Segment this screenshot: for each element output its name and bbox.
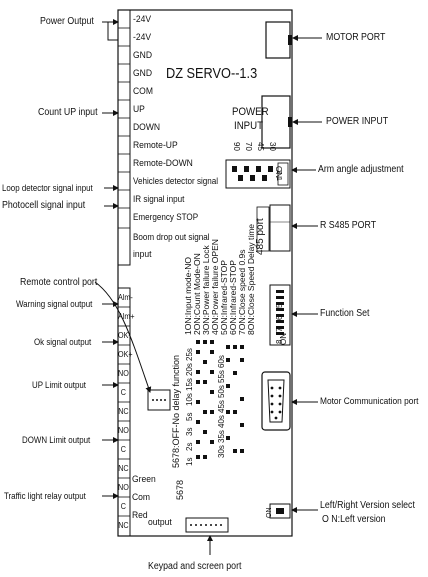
bottom-terminal-label: NC: [118, 407, 129, 416]
top-terminal-label: GND: [133, 50, 153, 61]
angle-num-1: 1: [275, 177, 282, 181]
delay-value: 3s: [185, 427, 194, 436]
top-terminal-label: Vehicles detector signal: [133, 176, 219, 186]
callout-down-limit: DOWN Limit output: [22, 435, 91, 445]
light-red-label: Red: [132, 510, 148, 521]
top-terminal-label: GND: [133, 68, 153, 79]
top-terminal-label: input: [133, 249, 152, 260]
callout-motor-comm: Motor Communication port: [320, 396, 419, 407]
delay-switch-numbers: 5678: [175, 479, 185, 500]
rs485-port: [269, 204, 291, 252]
bottom-terminal-label: C: [120, 388, 127, 397]
top-terminal-label: Emergency STOP: [133, 212, 199, 222]
delay-value: 55s: [217, 370, 226, 383]
function-num: 5: [275, 303, 284, 308]
callout-keypad: Keypad and screen port: [148, 561, 242, 572]
bottom-terminal-label: NO: [118, 369, 129, 378]
top-terminal-label: Boom drop out signal: [133, 232, 210, 242]
function-num: 7: [275, 327, 284, 332]
delay-value: 10s: [185, 393, 194, 406]
top-terminal-strip: [117, 9, 131, 266]
delay-value: 20s: [185, 363, 194, 376]
light-green-label: Green: [132, 474, 156, 485]
function-set-switch: [269, 284, 291, 346]
bottom-terminal-label: OK+: [118, 350, 133, 359]
callout-loop-detector: Loop detector signal input: [2, 183, 93, 193]
top-terminal-label: UP: [133, 104, 145, 115]
angle-label: 90: [232, 142, 241, 151]
bottom-terminal-label: NC: [118, 521, 129, 530]
callout-lr-version-1: Left/Right Version select: [320, 500, 415, 511]
arm-angle-switch: [225, 159, 291, 189]
function-num: 8: [275, 339, 284, 344]
delay-value: 50s: [217, 385, 226, 398]
top-terminal-label: COM: [133, 86, 153, 97]
bottom-terminal-label: C: [120, 445, 127, 454]
callout-lr-version-2: O N:Left version: [322, 514, 386, 525]
keypad-port: [185, 517, 229, 533]
angle-num-2: 2: [275, 170, 282, 174]
delay-value: 1s: [185, 457, 194, 466]
top-terminal-label: -24V: [133, 14, 152, 25]
board-outline: [117, 9, 293, 537]
delay-value: 15s: [185, 378, 194, 391]
callout-ok-signal: Ok signal output: [34, 337, 92, 347]
delay-value: 30s: [217, 445, 226, 458]
lr-version-switch: [269, 503, 291, 519]
callout-function-set: Function Set: [320, 308, 370, 319]
board-title: DZ SERVO--1.3: [166, 65, 258, 82]
remote-control-port: [147, 389, 171, 411]
callout-rs485: R S485 PORT: [320, 220, 377, 231]
callout-remote-control: Remote control port: [20, 277, 98, 288]
angle-label: 70: [244, 142, 253, 151]
top-terminal-label: -24V: [133, 32, 152, 43]
bottom-terminal-label: C: [120, 502, 127, 511]
callout-motor-port: MOTOR PORT: [326, 32, 386, 43]
bottom-terminal-label: OK-: [118, 331, 131, 340]
callout-count-up: Count UP input: [38, 107, 98, 118]
lr-on-label: ON: [266, 507, 273, 519]
power-input-port: [261, 95, 291, 149]
delay-value: 2s: [185, 442, 194, 451]
angle-label: 30: [268, 142, 277, 151]
top-terminal-label: DOWN: [133, 122, 161, 133]
function-line-off: 5678:OFF-No delay function: [171, 354, 181, 468]
callout-warning: Warning signal output: [16, 299, 93, 309]
motor-port: [265, 21, 291, 59]
function-line: 8ON:Close Speed Delay time: [246, 223, 256, 335]
function-num: 6: [275, 315, 284, 320]
light-output-label: output: [148, 517, 172, 528]
motor-communication-port: [261, 371, 291, 431]
power-input-label-2: INPUT: [234, 120, 264, 132]
callout-power-output: Power Output: [40, 16, 94, 27]
callout-up-limit: UP Limit output: [32, 380, 87, 390]
top-terminal-label: Remote-UP: [133, 140, 178, 151]
callout-arm-angle: Arm angle adjustment: [318, 164, 404, 175]
top-terminal-label: Remote-DOWN: [133, 158, 193, 169]
callout-power-input: POWER INPUT: [326, 116, 389, 127]
delay-value: 45s: [217, 400, 226, 413]
power-input-label-1: POWER: [232, 106, 269, 118]
callout-traffic-light: Traffic light relay output: [4, 491, 86, 501]
angle-label: 45: [256, 142, 265, 151]
bottom-terminal-label: NO: [118, 483, 129, 492]
port-485-label: 485 port: [255, 218, 266, 255]
bottom-terminal-label: Alm+: [118, 312, 135, 321]
delay-value: 35s: [217, 430, 226, 443]
delay-value: 25s: [185, 348, 194, 361]
light-com-label: Com: [132, 492, 151, 503]
delay-value: 40s: [217, 415, 226, 428]
bottom-terminal-strip: [117, 287, 131, 537]
bottom-terminal-label: NC: [118, 464, 129, 473]
bottom-terminal-label: Alm-: [118, 293, 133, 302]
delay-switch-matrix: [196, 340, 244, 459]
top-terminal-label: IR signal input: [133, 194, 185, 204]
delay-value: 60s: [217, 355, 226, 368]
delay-value: 5s: [185, 412, 194, 421]
bottom-terminal-label: NO: [118, 426, 129, 435]
callout-photocell: Photocell signal input: [2, 200, 86, 211]
